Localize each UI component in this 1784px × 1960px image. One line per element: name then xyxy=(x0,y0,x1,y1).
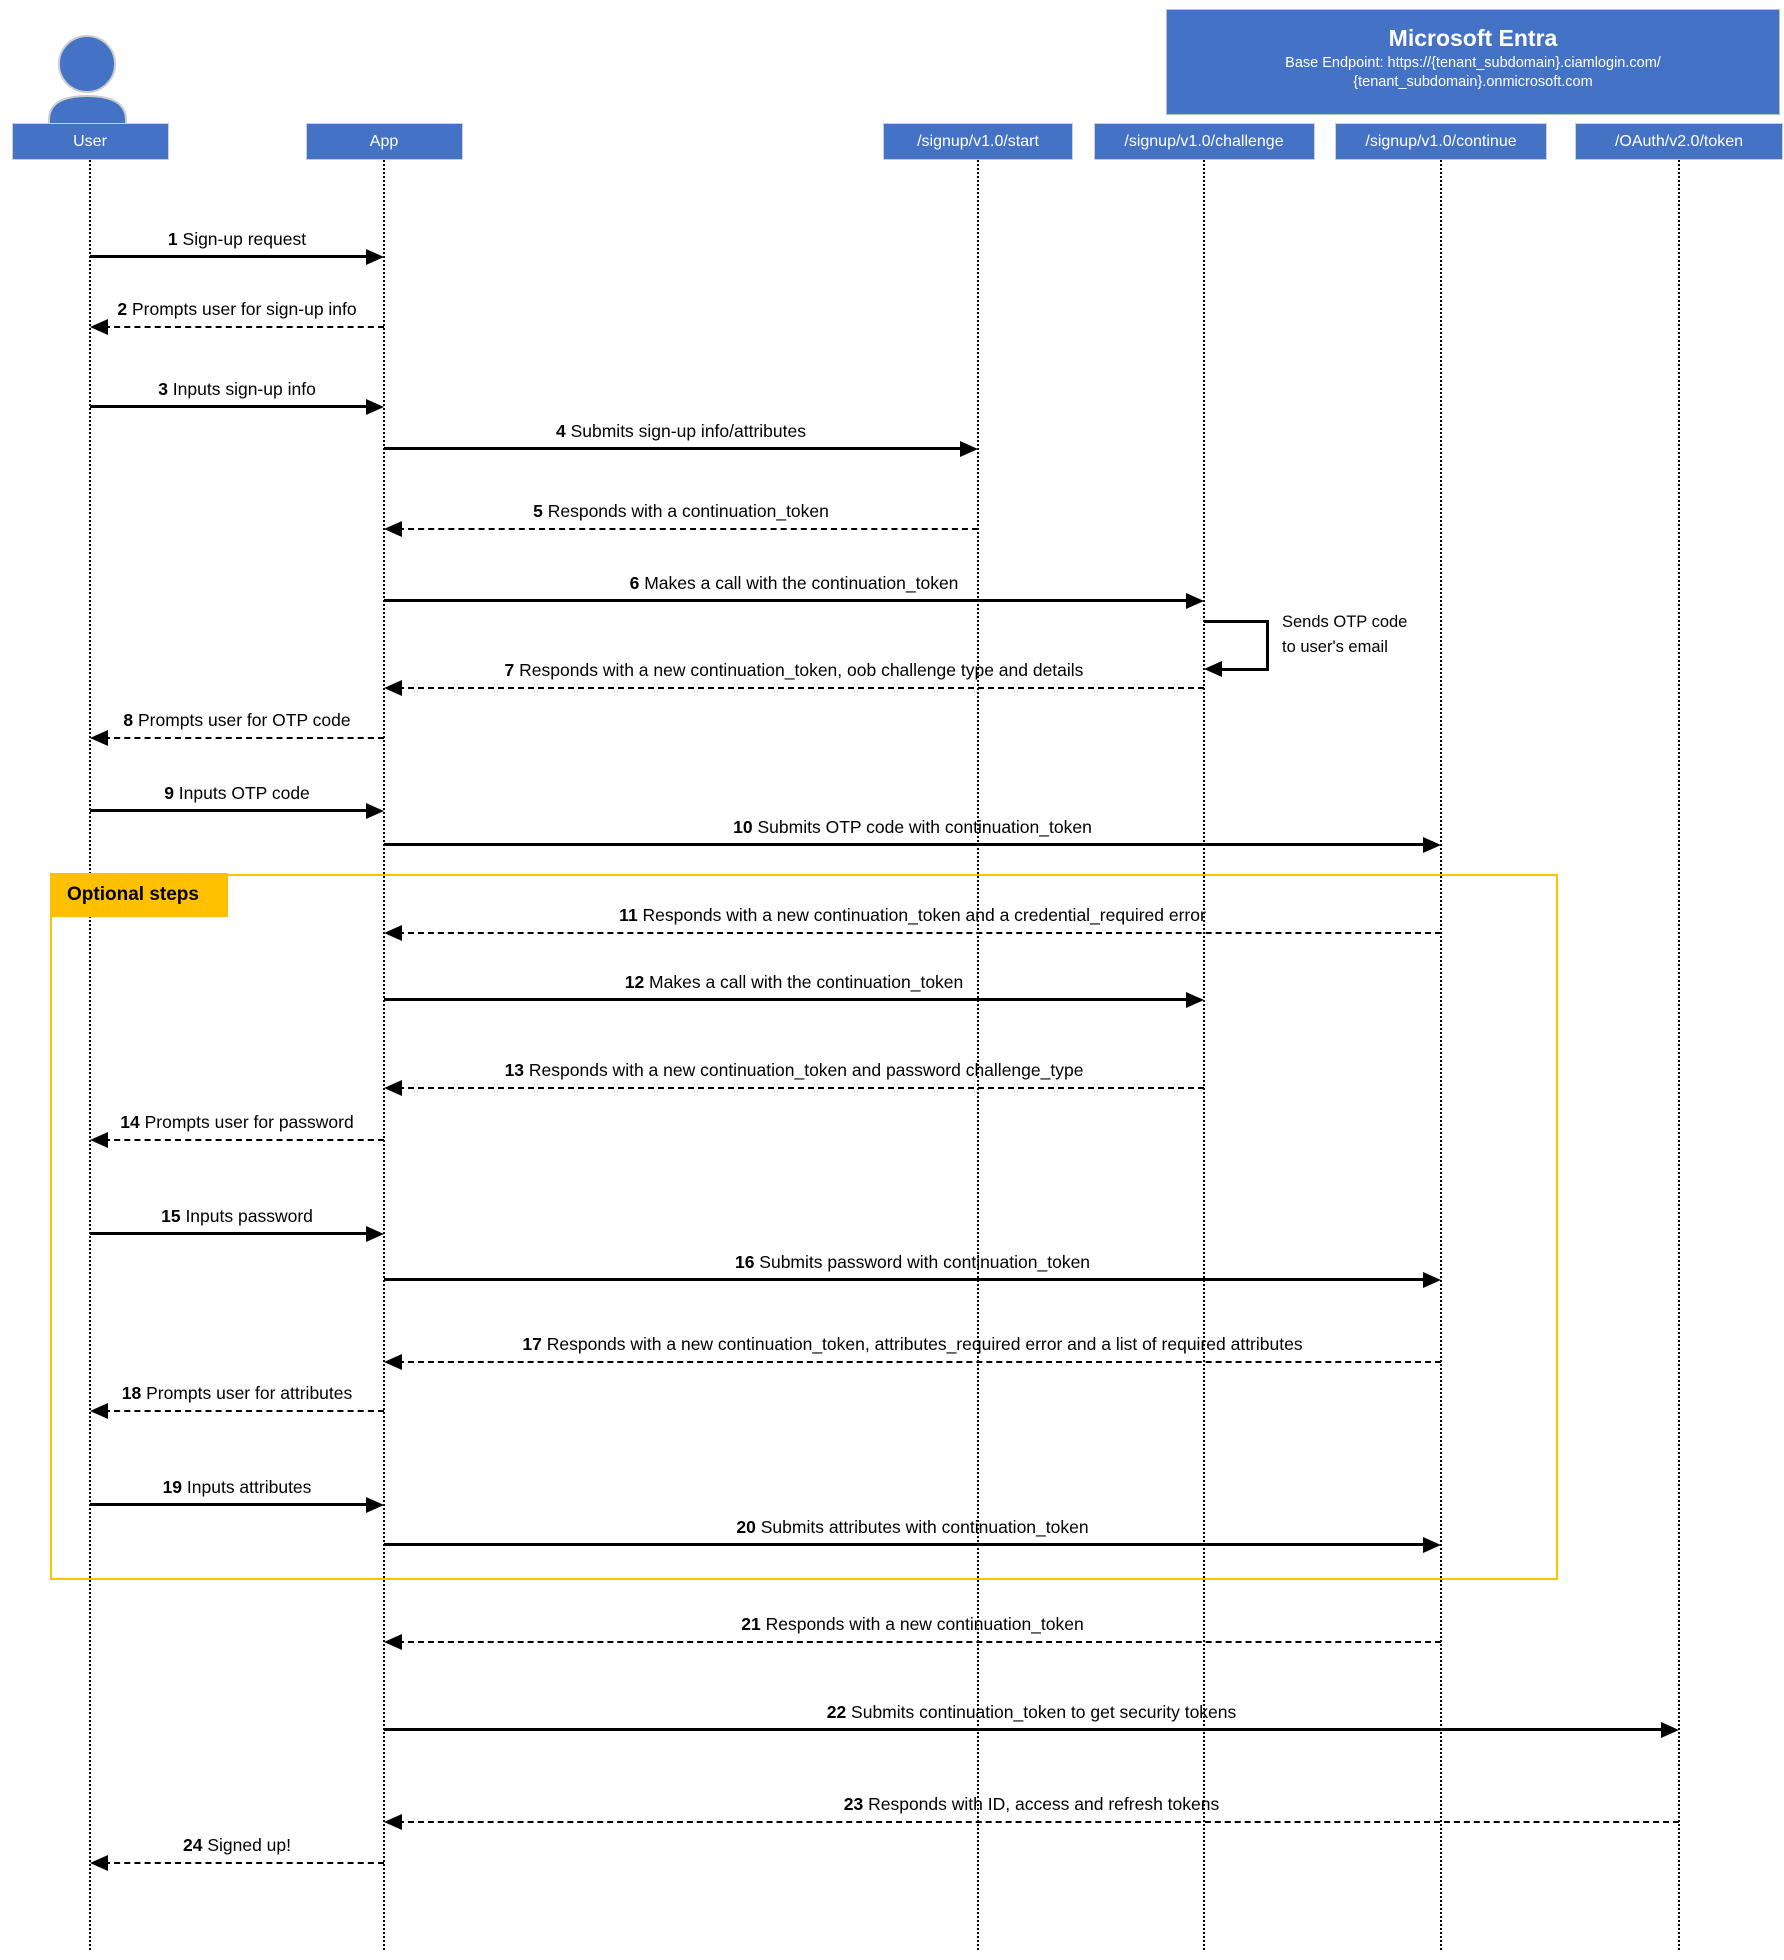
message-15-label: 15 Inputs password xyxy=(161,1206,313,1226)
message-20-line xyxy=(384,1543,1427,1546)
message-4-label: 4 Submits sign-up info/attributes xyxy=(556,421,806,441)
message-9-line xyxy=(90,809,370,812)
message-1-line xyxy=(90,255,370,258)
message-11-line xyxy=(398,932,1441,934)
lifeline-token xyxy=(1678,160,1680,1950)
message-9-arrowhead xyxy=(366,803,384,819)
message-19-line xyxy=(90,1503,370,1506)
message-2-label: 2 Prompts user for sign-up info xyxy=(117,299,357,319)
message-20-label: 20 Submits attributes with continuation_… xyxy=(736,1517,1089,1537)
message-18-line xyxy=(104,1410,384,1412)
message-17-line xyxy=(398,1361,1441,1363)
message-2-line xyxy=(104,326,384,328)
message-21-label: 21 Responds with a new continuation_toke… xyxy=(741,1614,1084,1634)
message-22-arrowhead xyxy=(1661,1722,1679,1738)
message-24-line xyxy=(104,1862,384,1864)
message-4-arrowhead xyxy=(960,441,978,457)
message-14-arrowhead xyxy=(90,1132,108,1148)
message-1-label: 1 Sign-up request xyxy=(167,229,307,249)
message-5-label: 5 Responds with a continuation_token xyxy=(533,501,829,521)
message-1-arrowhead xyxy=(366,249,384,265)
message-11-arrowhead xyxy=(384,925,402,941)
message-15-arrowhead xyxy=(366,1226,384,1242)
actor-box-start: /signup/v1.0/start xyxy=(883,123,1073,160)
message-3-label: 3 Inputs sign-up info xyxy=(158,379,316,399)
lifeline-continue xyxy=(1440,160,1442,1950)
message-11-label: 11 Responds with a new continuation_toke… xyxy=(619,905,1206,925)
lifeline-user xyxy=(89,160,91,1950)
actor-box-app: App xyxy=(305,123,463,160)
message-10-line xyxy=(384,843,1427,846)
message-7-label: 7 Responds with a new continuation_token… xyxy=(504,660,1084,680)
entra-endpoint-line2: {tenant_subdomain}.onmicrosoft.com xyxy=(1353,74,1593,90)
lifeline-start xyxy=(977,160,979,1950)
message-17-label: 17 Responds with a new continuation_toke… xyxy=(522,1334,1303,1354)
message-3-line xyxy=(90,405,370,408)
message-22-line xyxy=(384,1728,1665,1731)
message-17-arrowhead xyxy=(384,1354,402,1370)
message-19-arrowhead xyxy=(366,1497,384,1513)
message-23-arrowhead xyxy=(384,1814,402,1830)
message-15-line xyxy=(90,1232,370,1235)
actor-box-token: /OAuth/v2.0/token xyxy=(1575,123,1783,160)
message-7-arrowhead xyxy=(384,680,402,696)
lifeline-challenge xyxy=(1203,160,1205,1950)
message-8-arrowhead xyxy=(90,730,108,746)
message-16-label: 16 Submits password with continuation_to… xyxy=(734,1252,1091,1272)
message-21-arrowhead xyxy=(384,1634,402,1650)
message-20-arrowhead xyxy=(1423,1537,1441,1553)
message-13-line xyxy=(398,1087,1204,1089)
message-7-line xyxy=(398,687,1204,689)
message-12-line xyxy=(384,998,1190,1001)
self-message-right xyxy=(1266,620,1269,668)
message-3-arrowhead xyxy=(366,399,384,415)
message-9-label: 9 Inputs OTP code xyxy=(164,783,310,803)
message-14-line xyxy=(104,1139,384,1141)
message-8-label: 8 Prompts user for OTP code xyxy=(123,710,351,730)
message-23-line xyxy=(398,1821,1679,1823)
message-23-label: 23 Responds with ID, access and refresh … xyxy=(843,1794,1220,1814)
optional-steps-label: Optional steps xyxy=(50,873,228,917)
person-icon xyxy=(48,35,127,135)
message-6-label: 6 Makes a call with the continuation_tok… xyxy=(629,573,959,593)
message-18-label: 18 Prompts user for attributes xyxy=(121,1383,353,1403)
entra-endpoint-line1: Base Endpoint: https://{tenant_subdomain… xyxy=(1285,55,1661,71)
message-16-line xyxy=(384,1278,1427,1281)
message-6-arrowhead xyxy=(1186,593,1204,609)
message-6-line xyxy=(384,599,1190,602)
message-10-arrowhead xyxy=(1423,837,1441,853)
entra-header-box: Microsoft Entra Base Endpoint: https://{… xyxy=(1166,9,1780,115)
message-22-label: 22 Submits continuation_token to get sec… xyxy=(826,1702,1237,1722)
optional-steps-box xyxy=(50,874,1558,1580)
message-24-label: 24 Signed up! xyxy=(182,1835,292,1855)
message-13-label: 13 Responds with a new continuation_toke… xyxy=(504,1060,1084,1080)
actor-box-user: User xyxy=(11,123,169,160)
message-12-arrowhead xyxy=(1186,992,1204,1008)
entra-title: Microsoft Entra xyxy=(1388,25,1558,51)
self-message-top xyxy=(1204,620,1266,623)
message-16-arrowhead xyxy=(1423,1272,1441,1288)
self-message-bottom xyxy=(1220,668,1269,671)
message-5-arrowhead xyxy=(384,521,402,537)
message-8-line xyxy=(104,737,384,739)
message-19-label: 19 Inputs attributes xyxy=(162,1477,312,1497)
actor-box-challenge: /signup/v1.0/challenge xyxy=(1093,123,1315,160)
actor-box-continue: /signup/v1.0/continue xyxy=(1335,123,1547,160)
message-12-label: 12 Makes a call with the continuation_to… xyxy=(624,972,964,992)
message-2-arrowhead xyxy=(90,319,108,335)
message-18-arrowhead xyxy=(90,1403,108,1419)
message-10-label: 10 Submits OTP code with continuation_to… xyxy=(733,817,1092,837)
message-4-line xyxy=(384,447,964,450)
self-message-arrowhead xyxy=(1204,661,1222,677)
message-24-arrowhead xyxy=(90,1855,108,1871)
message-21-line xyxy=(398,1641,1441,1643)
message-5-line xyxy=(398,528,978,530)
message-14-label: 14 Prompts user for password xyxy=(120,1112,354,1132)
message-13-arrowhead xyxy=(384,1080,402,1096)
lifeline-app xyxy=(383,160,385,1950)
